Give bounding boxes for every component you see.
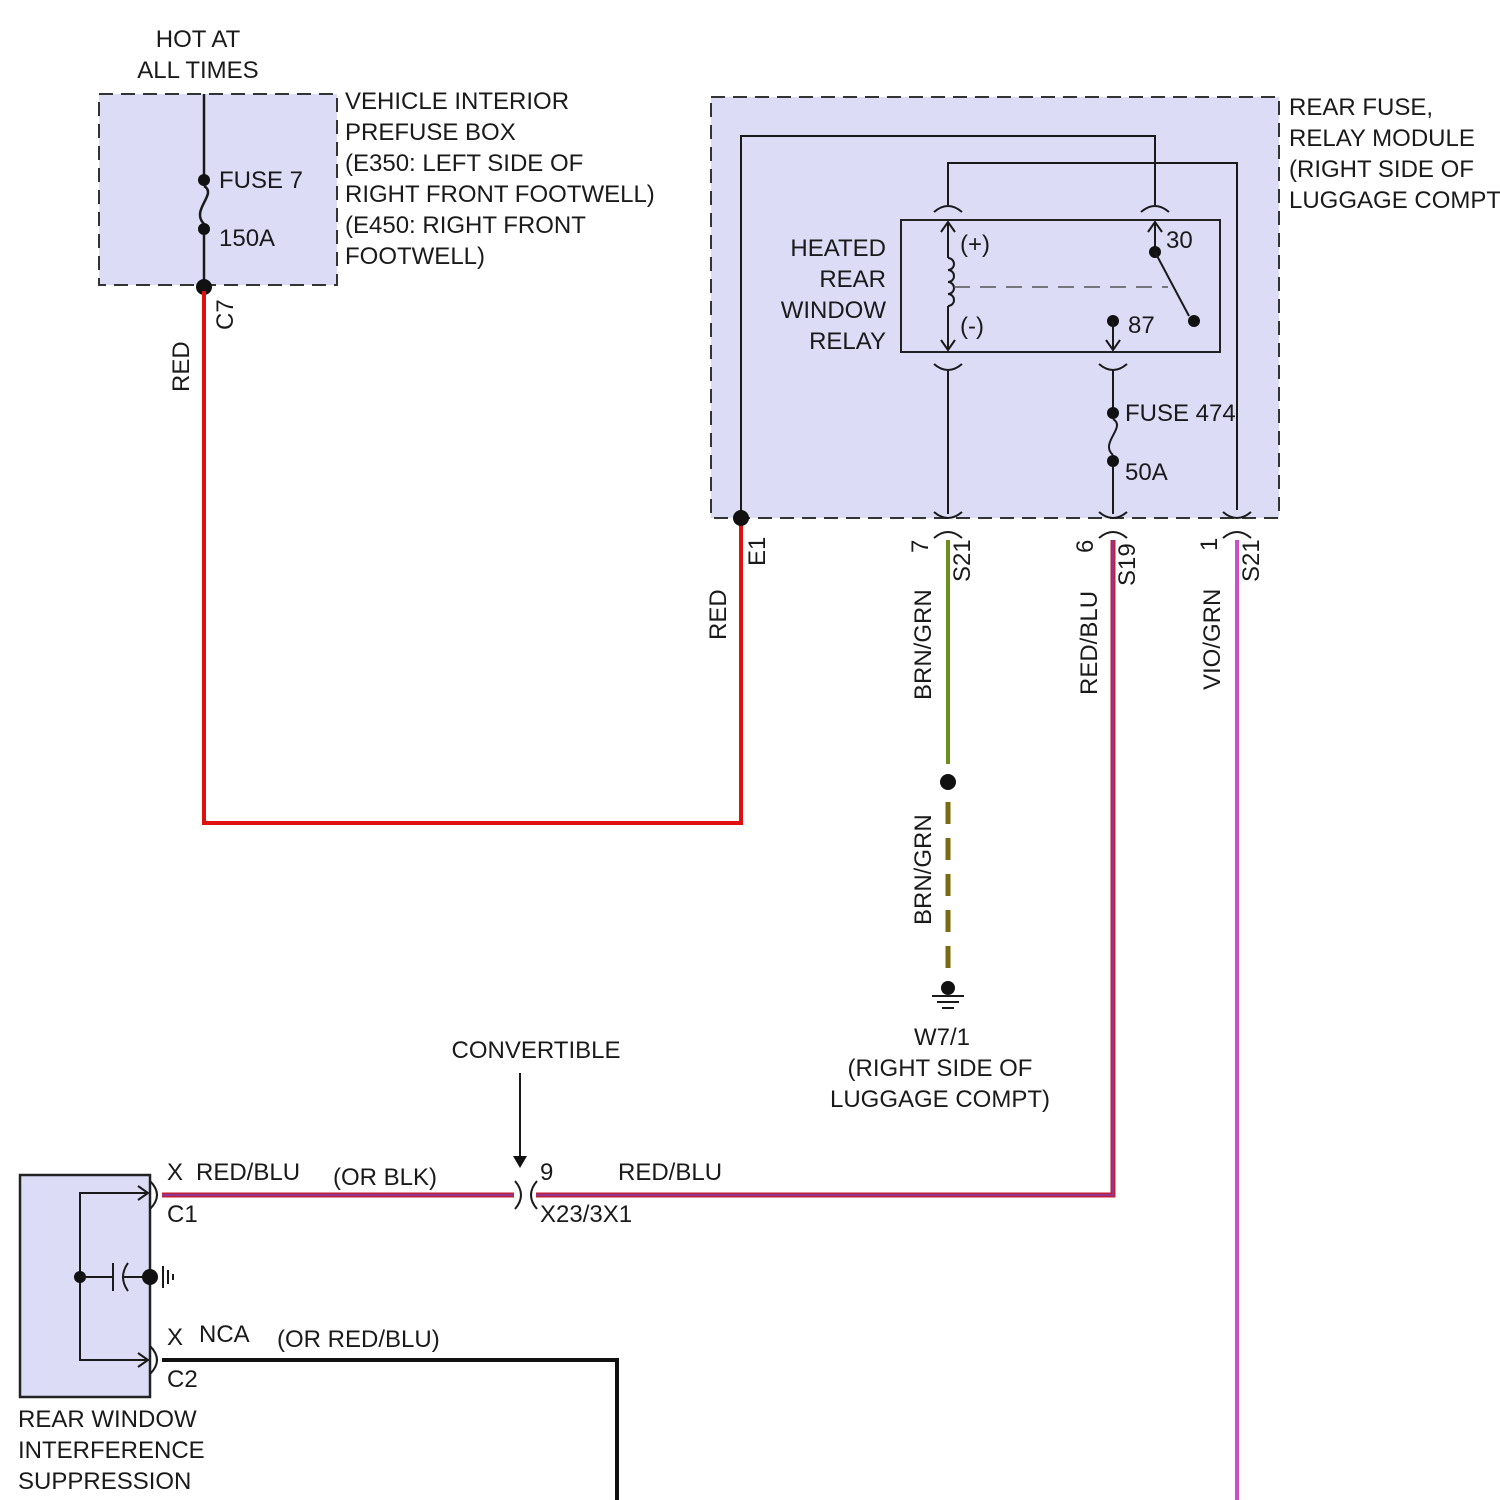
s19-pin6-connector-label: S19 — [1114, 543, 1141, 586]
svg-text:(E450: RIGHT FRONT: (E450: RIGHT FRONT — [345, 212, 586, 239]
switch-open-contact — [1188, 315, 1200, 327]
ground-location-line1: (RIGHT SIDE OF — [848, 1055, 1033, 1082]
svg-text:FOOTWELL): FOOTWELL) — [345, 243, 485, 270]
red-wire — [204, 291, 741, 823]
svg-text:RIGHT FRONT FOOTWELL): RIGHT FRONT FOOTWELL) — [345, 181, 655, 208]
nca-wire — [162, 1360, 617, 1500]
c7-connector-label: C7 — [212, 299, 239, 330]
fuse7-terminal-bottom — [198, 223, 210, 235]
brn-grn-splice-dot — [940, 774, 956, 790]
fuse474-terminal-bottom — [1107, 455, 1119, 467]
c1-x-marker: X — [167, 1159, 183, 1186]
fuse474-rating: 50A — [1125, 459, 1168, 486]
hot-at-label-line2: ALL TIMES — [137, 57, 258, 84]
svg-text:SUPPRESSION: SUPPRESSION — [18, 1468, 191, 1495]
case-ground-icon — [163, 1266, 173, 1288]
e1-connector-label: E1 — [744, 537, 771, 566]
x23-3x1-name: X23/3X1 — [540, 1201, 632, 1228]
s21-pin7-number: 7 — [907, 540, 934, 553]
vio-grn-wire-label: VIO/GRN — [1199, 589, 1226, 690]
ground-icon — [932, 981, 964, 1008]
s21-pin1-connector-label: S21 — [1238, 539, 1265, 582]
rear-window-interference-suppression — [20, 1175, 150, 1397]
prefuse-box-label: VEHICLE INTERIOR PREFUSE BOX (E350: LEFT… — [345, 88, 655, 270]
fuse7-terminal-top — [198, 174, 210, 186]
red-wire-label-left: RED — [168, 341, 195, 392]
case-ground-dot — [142, 1269, 158, 1285]
svg-text:PREFUSE BOX: PREFUSE BOX — [345, 119, 516, 146]
svg-text:REAR WINDOW: REAR WINDOW — [18, 1406, 197, 1433]
x23-3x1-pin: 9 — [540, 1159, 553, 1186]
coil-minus-label: (-) — [960, 313, 984, 340]
pin30-label: 30 — [1166, 227, 1193, 254]
fuse7-name: FUSE 7 — [219, 167, 303, 194]
svg-text:LUGGAGE COMPT: LUGGAGE COMPT — [1289, 187, 1500, 214]
brn-grn-wire-dashed-label: BRN/GRN — [910, 814, 937, 925]
c2-connector-label: C2 — [167, 1366, 198, 1393]
svg-text:VEHICLE INTERIOR: VEHICLE INTERIOR — [345, 88, 569, 115]
or-red-blu-label: (OR RED/BLU) — [277, 1326, 440, 1353]
svg-text:(RIGHT SIDE OF: (RIGHT SIDE OF — [1289, 156, 1474, 183]
nca-label: NCA — [199, 1321, 250, 1348]
fuse7-rating: 150A — [219, 225, 275, 252]
red-blu-c1-label: RED/BLU — [196, 1159, 300, 1186]
svg-text:REAR FUSE,: REAR FUSE, — [1289, 94, 1433, 121]
s19-pin6-number: 6 — [1072, 540, 1099, 553]
e1-splice-dot — [733, 510, 749, 526]
convertible-note: CONVERTIBLE — [452, 1037, 621, 1064]
x23-3x1-connector-icon — [515, 1181, 537, 1209]
convertible-arrow-icon — [513, 1156, 527, 1168]
ground-location-line2: LUGGAGE COMPT) — [830, 1086, 1050, 1113]
fuse474-name: FUSE 474 — [1125, 400, 1236, 427]
red-blu-horizontal-label: RED/BLU — [618, 1159, 722, 1186]
c2-x-marker: X — [167, 1324, 183, 1351]
c1-connector-label: C1 — [167, 1201, 198, 1228]
svg-text:(E350: LEFT SIDE OF: (E350: LEFT SIDE OF — [345, 150, 583, 177]
svg-text:RELAY MODULE: RELAY MODULE — [1289, 125, 1475, 152]
hot-at-label-line1: HOT AT — [156, 26, 241, 53]
svg-text:HEATED: HEATED — [790, 235, 886, 262]
svg-text:INTERFERENCE: INTERFERENCE — [18, 1437, 205, 1464]
red-blu-vertical-label: RED/BLU — [1076, 591, 1103, 695]
pin87-label: 87 — [1128, 312, 1155, 339]
brn-grn-wire-label: BRN/GRN — [910, 589, 937, 700]
suppression-label: REAR WINDOW INTERFERENCE SUPPRESSION — [18, 1406, 205, 1495]
s21-pin7-connector-label: S21 — [949, 539, 976, 582]
svg-text:RELAY: RELAY — [809, 328, 886, 355]
or-blk-label: (OR BLK) — [333, 1164, 437, 1191]
svg-text:WINDOW: WINDOW — [781, 297, 887, 324]
svg-text:REAR: REAR — [819, 266, 886, 293]
coil-plus-label: (+) — [960, 231, 990, 258]
red-wire-label-right: RED — [705, 589, 732, 640]
s21-pin1-number: 1 — [1196, 538, 1223, 551]
ground-name: W7/1 — [914, 1024, 970, 1051]
rear-module-label: REAR FUSE, RELAY MODULE (RIGHT SIDE OF L… — [1289, 94, 1500, 214]
fuse474-terminal-top — [1107, 407, 1119, 419]
